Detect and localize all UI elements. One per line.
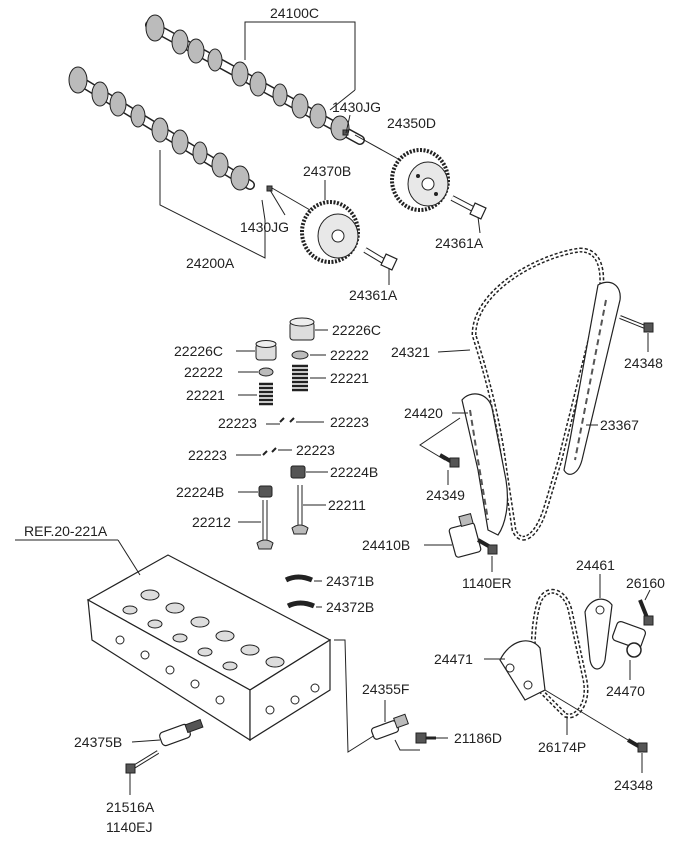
label-24361A-mid: 24361A	[349, 287, 398, 303]
bolt-24348-top	[619, 315, 654, 352]
label-24200A: 24200A	[186, 255, 235, 271]
label-22223-a: 22223	[218, 415, 257, 431]
label-26174P: 26174P	[538, 739, 586, 755]
label-1140ER: 1140ER	[462, 575, 512, 591]
bearing-24372B	[286, 600, 315, 609]
tappet-22226C-left	[236, 340, 277, 361]
label-22226C-left: 22226C	[174, 343, 223, 359]
bolt-24349	[438, 453, 460, 485]
guide-24471	[499, 640, 546, 701]
camshaft-lower	[68, 66, 255, 191]
label-22223-d: 22223	[188, 447, 227, 463]
cotter-22223-a	[279, 417, 295, 423]
key-1430jg-top	[342, 129, 349, 136]
label-22224B-left: 22224B	[176, 484, 224, 500]
label-1140EJ: 1140EJ	[106, 819, 152, 835]
bolt-21186D	[415, 732, 448, 744]
sensor-24355F	[370, 700, 409, 740]
label-24375B: 24375B	[74, 734, 122, 750]
label-22223-b: 22223	[330, 414, 369, 430]
bolt-24348-bottom	[544, 689, 648, 773]
label-22222-right: 22222	[330, 347, 369, 363]
seal-22224B-left	[258, 485, 273, 498]
label-24470: 24470	[606, 683, 645, 699]
cotter-22223-c	[262, 447, 277, 456]
tensioner-24470	[612, 620, 646, 658]
label-24461: 24461	[576, 557, 615, 573]
label-22212: 22212	[192, 514, 231, 530]
bolt-26160	[638, 589, 654, 626]
chain-guide-23367	[563, 281, 621, 475]
label-21516A: 21516A	[106, 799, 155, 815]
bolt-21516A	[125, 750, 160, 795]
valve-22212	[256, 500, 274, 550]
sprocket-24350D	[354, 134, 450, 212]
label-24361A-top: 24361A	[435, 235, 484, 251]
label-21186D: 21186D	[454, 730, 502, 746]
label-24349: 24349	[426, 487, 465, 503]
key-1430jg-mid	[266, 185, 273, 192]
valve-22211	[291, 485, 309, 535]
label-1430JG-mid: 1430JG	[240, 219, 289, 235]
label-22221-left: 22221	[186, 387, 225, 403]
label-22224B-right: 22224B	[330, 464, 378, 480]
tappet-22226C-right	[289, 317, 328, 341]
label-24348-top: 24348	[624, 355, 663, 371]
label-24348-bottom: 24348	[614, 777, 653, 793]
label-24410B: 24410B	[362, 537, 410, 553]
spring-22221-left	[259, 382, 273, 406]
tensioner-arm-24420	[461, 393, 509, 536]
label-23367: 23367	[600, 417, 639, 433]
bolt-1140ER	[477, 538, 498, 572]
spring-22221-right	[292, 364, 308, 392]
label-26160: 26160	[626, 575, 665, 591]
seal-22224B-right	[290, 465, 306, 479]
balance-chain-26174P	[530, 588, 589, 719]
label-24321: 24321	[391, 344, 430, 360]
timing-chain-24321	[471, 247, 605, 541]
label-22226C-right: 22226C	[332, 322, 381, 338]
camshaft-upper	[145, 14, 365, 145]
label-22223-c: 22223	[296, 442, 335, 458]
label-24372B: 24372B	[326, 599, 374, 615]
label-ref: REF.20-221A	[24, 523, 108, 539]
cylinder-head	[86, 554, 332, 742]
label-24355F: 24355F	[362, 681, 409, 697]
label-24370B: 24370B	[303, 163, 351, 179]
label-22222-left: 22222	[184, 364, 223, 380]
bolt-24361A-top	[450, 195, 487, 234]
label-22211: 22211	[328, 497, 366, 513]
label-24350D: 24350D	[387, 115, 436, 131]
retainer-22222-left	[258, 367, 274, 377]
sprocket-24370B	[271, 180, 360, 264]
label-22221-right: 22221	[330, 370, 369, 386]
guide-24461	[584, 598, 613, 670]
bearing-24371B	[284, 574, 313, 583]
label-1430JG-top: 1430JG	[332, 99, 381, 115]
bolt-24361A-mid	[363, 247, 398, 285]
leader-24100C	[244, 21, 356, 90]
label-24371B: 24371B	[326, 573, 374, 589]
label-24471: 24471	[434, 651, 473, 667]
label-24100C: 24100C	[270, 5, 319, 21]
label-24420: 24420	[404, 405, 443, 421]
ocv-24375B	[131, 718, 204, 747]
retainer-22222-right	[291, 350, 309, 360]
tensioner-24410B	[448, 513, 482, 558]
